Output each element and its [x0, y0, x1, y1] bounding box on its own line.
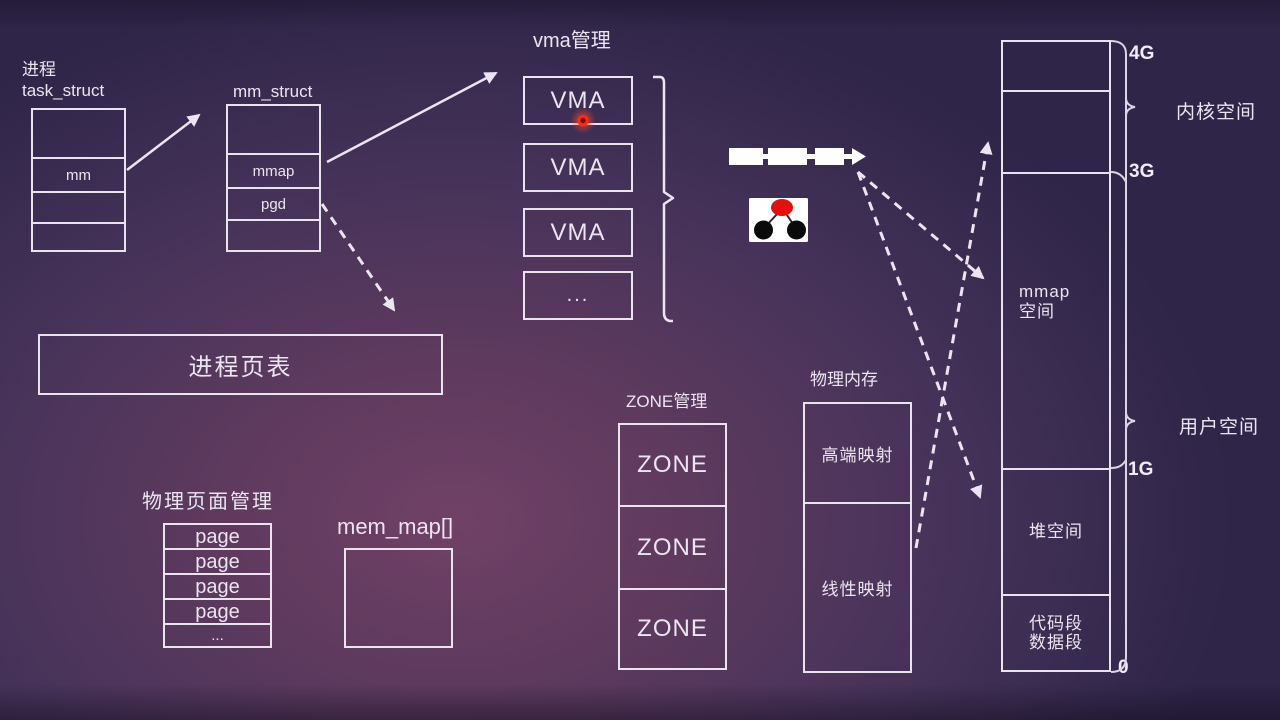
process-page-table-box: 进程页表	[38, 334, 443, 395]
kernel-space-label: 内核空间	[1176, 102, 1257, 123]
mm-struct-title: mm_struct	[233, 82, 313, 101]
vma-box: VMA	[523, 76, 633, 125]
physical-page-management-title: 物理页面管理	[142, 491, 274, 513]
page-row: page	[165, 548, 270, 573]
tick-4g: 4G	[1129, 43, 1155, 64]
mm-struct-row-pgd: pgd	[228, 187, 319, 219]
code-data-segment-region: 代码段 数据段	[1003, 594, 1109, 670]
arrow-mmap-to-vma	[326, 71, 498, 164]
dashed-arrow-linear-map-to-kernel-region	[914, 141, 993, 549]
page-row: page	[165, 598, 270, 623]
linear-mapping-section: 线性映射	[805, 502, 910, 671]
vma-management-title: vma管理	[533, 30, 611, 52]
task-struct-row	[33, 110, 124, 157]
mem-map-title: mem_map[]	[337, 514, 454, 539]
task-struct-row-mm: mm	[33, 157, 124, 191]
page-row: page	[195, 525, 240, 548]
dashed-arrow-vma-to-mmap-region	[857, 170, 985, 280]
page-row: page	[165, 573, 270, 598]
task-struct-row	[33, 191, 124, 222]
page-row-ellipsis: ...	[165, 623, 270, 646]
process-task-struct-label: 进程 task_struct	[22, 60, 105, 100]
dashed-arrow-pgd-to-page-table	[320, 203, 396, 312]
task-struct-box: mm	[31, 108, 126, 252]
tick-3g: 3G	[1129, 161, 1155, 182]
tick-1g: 1G	[1128, 459, 1154, 480]
zone-box: ZONE	[620, 588, 725, 668]
zone-box: ZONE	[620, 505, 725, 588]
mm-struct-row	[228, 219, 319, 250]
address-space-region	[1003, 42, 1109, 90]
address-space-box: mmap 空间 堆空间 代码段 数据段	[1001, 40, 1111, 672]
task-struct-row	[33, 222, 124, 250]
mmap-space-region: mmap 空间	[1003, 172, 1109, 468]
physical-memory-box: 高端映射 线性映射	[803, 402, 912, 673]
zone-stack-box: ZONE ZONE ZONE	[618, 423, 727, 670]
mem-map-box	[344, 548, 453, 648]
address-space-region	[1003, 90, 1109, 172]
high-memory-mapping-section: 高端映射	[821, 445, 894, 465]
mm-struct-box: mmap pgd	[226, 104, 321, 252]
user-space-label: 用户空间	[1179, 417, 1260, 438]
page-stack-box: page page page page ...	[163, 523, 272, 648]
tick-0: 0	[1118, 657, 1129, 678]
arrow-task-to-mm-struct	[126, 113, 201, 171]
mm-struct-row	[228, 106, 319, 153]
linked-list-icon	[729, 148, 866, 165]
zone-management-title: ZONE管理	[626, 392, 708, 411]
mm-struct-row-mmap: mmap	[228, 153, 319, 187]
vma-box-ellipsis: ...	[523, 271, 633, 320]
physical-memory-title: 物理内存	[810, 370, 878, 389]
red-black-tree-icon	[749, 198, 808, 242]
vma-group-brace	[653, 75, 675, 323]
vma-box: VMA	[523, 208, 633, 257]
vma-box: VMA	[523, 143, 633, 192]
zone-box: ZONE	[637, 451, 708, 478]
address-axis	[1110, 40, 1136, 673]
heap-space-region: 堆空间	[1003, 468, 1109, 594]
